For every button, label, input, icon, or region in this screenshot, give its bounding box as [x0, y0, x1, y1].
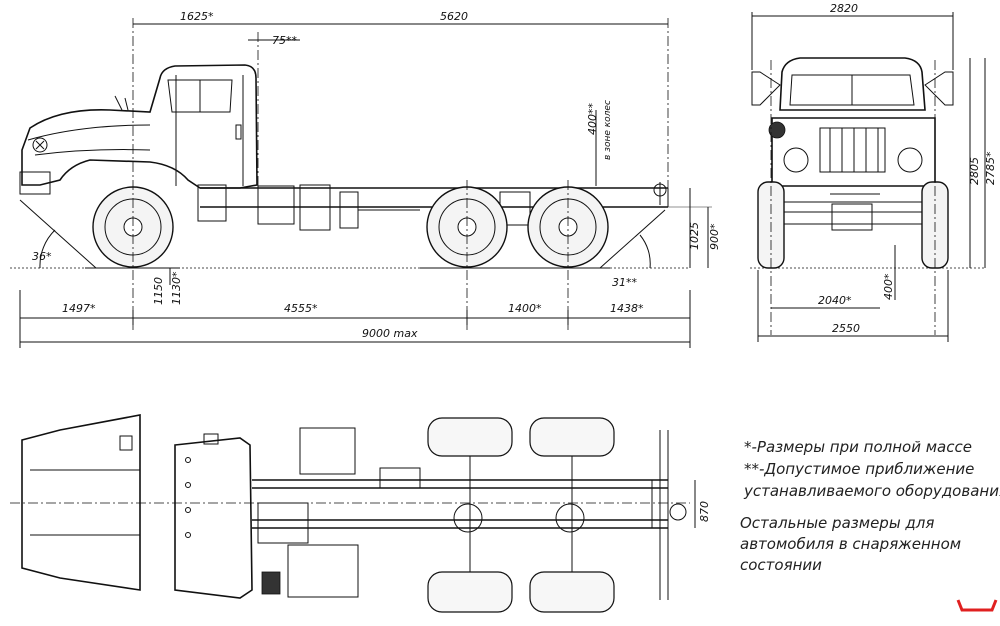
dim-1150: 1150: [152, 277, 165, 305]
dim-1438: 1438*: [610, 302, 644, 315]
dim-2550: 2550: [832, 322, 860, 335]
notes: *-Размеры при полной массе **-Допустимое…: [740, 438, 1000, 574]
note-line-6: состоянии: [740, 556, 822, 574]
dim-1625: 1625*: [180, 10, 214, 23]
dim-2785: 2785*: [984, 151, 997, 185]
dim-400-front: 400*: [882, 273, 895, 300]
front-view: 2820 2805 2785* 2040* 400* 2550: [750, 2, 997, 342]
note-line-4: Остальные размеры для: [740, 514, 934, 532]
dim-400-zone: 400**: [586, 103, 599, 135]
top-view: 870: [10, 414, 711, 613]
dim-870: 870: [698, 501, 711, 522]
top-frame: [252, 430, 669, 600]
side-vertical-dimensions: 400** в зоне колес 1025 900*: [586, 100, 721, 268]
note-line-1: *-Размеры при полной массе: [744, 438, 972, 456]
dim-departure-angle: 31**: [612, 276, 637, 289]
dim-900: 900*: [708, 223, 721, 250]
note-line-5: автомобиля в снаряженном: [740, 535, 961, 553]
side-angles: 36* 31**: [19, 199, 666, 289]
dim-4555: 4555*: [284, 302, 318, 315]
side-cab: [19, 64, 258, 195]
dim-1130: 1130*: [170, 271, 183, 305]
dim-1400: 1400*: [508, 302, 542, 315]
red-corner-bracket-icon: [956, 599, 998, 612]
top-tire-4: [529, 571, 615, 613]
top-tire-2: [529, 417, 615, 457]
note-line-3: устанавливаемого оборудования: [743, 482, 1000, 500]
dim-75: 75**: [272, 34, 297, 47]
side-top-dimensions: 1625* 5620 75**: [133, 10, 668, 47]
side-bottom-dimensions: 1497* 4555* 1400* 1438* 9000 max: [19, 290, 691, 348]
dim-2805: 2805: [968, 157, 981, 185]
dim-9000: 9000 max: [362, 327, 418, 340]
top-tire-1: [427, 417, 513, 457]
dim-zone-label: в зоне колес: [603, 100, 613, 160]
dim-1497: 1497*: [62, 302, 96, 315]
note-line-2: **-Допустимое приближение: [744, 460, 974, 478]
dim-2820: 2820: [830, 2, 858, 15]
dim-1025: 1025: [688, 222, 701, 250]
top-tire-3: [427, 571, 513, 613]
dim-5620: 5620: [440, 10, 468, 23]
dim-2040: 2040*: [818, 294, 852, 307]
dim-approach-angle: 36*: [32, 250, 52, 263]
side-view: 1625* 5620 75** 400** в зоне колес 1025 …: [10, 10, 721, 348]
